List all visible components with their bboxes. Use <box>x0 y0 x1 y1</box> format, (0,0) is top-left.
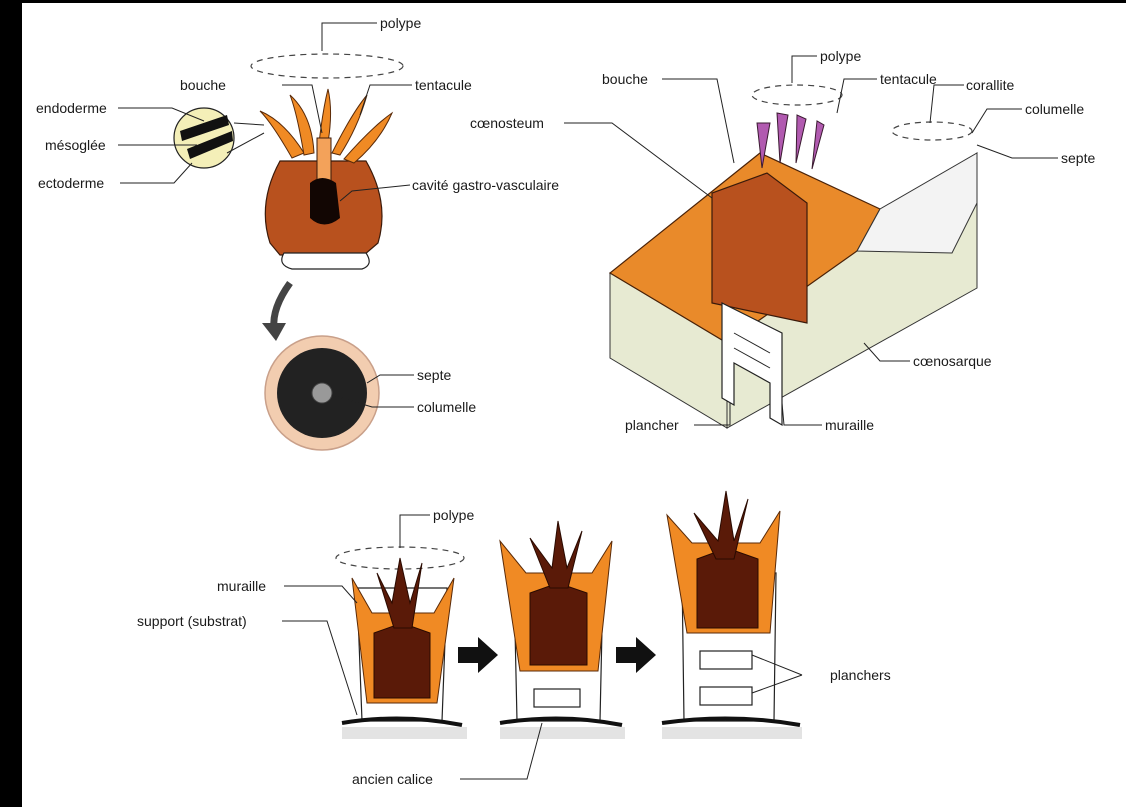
stage2-body <box>530 583 587 665</box>
stage3-floor-top <box>700 651 752 669</box>
label-muraille-1: muraille <box>825 417 874 433</box>
label-columelle-1: columelle <box>417 399 476 415</box>
label-support: support (substrat) <box>137 613 247 629</box>
leader-polype-3 <box>400 515 430 548</box>
polyp-section <box>174 54 403 450</box>
label-mesoglee: mésoglée <box>45 137 106 153</box>
zoom-connector <box>234 123 264 125</box>
stage2-substrate <box>500 718 622 725</box>
label-muraille-2: muraille <box>217 578 266 594</box>
leader-polype-2 <box>792 56 817 83</box>
leader-ectoderme <box>120 163 192 183</box>
stage3-floor-bottom <box>700 687 752 705</box>
right-arrow-icon <box>616 637 656 673</box>
leader-tentacule-2 <box>837 79 877 113</box>
colony-polyp-ellipse <box>752 85 842 105</box>
label-columelle-2: columelle <box>1025 101 1084 117</box>
label-bouche-2: bouche <box>602 71 648 87</box>
leader-columelle-2 <box>972 109 1022 133</box>
gastro-vascular-cavity <box>310 178 340 225</box>
growth-stage-2 <box>500 521 625 739</box>
label-tentacule-1: tentacule <box>415 77 472 93</box>
diagram-canvas: polype bouche tentacule endoderme mésogl… <box>22 3 1126 807</box>
label-tentacule-2: tentacule <box>880 71 937 87</box>
leader-muraille-2 <box>284 586 357 603</box>
leader-bouche-2 <box>662 79 734 163</box>
right-arrow-icon <box>458 637 498 673</box>
leader-polype-1 <box>322 23 377 51</box>
growth-sequence <box>336 491 802 739</box>
corallite-skeleton-top <box>857 153 977 253</box>
polyp-base-skeleton <box>282 253 369 269</box>
colony-block <box>610 85 977 428</box>
polyp-mouth <box>317 138 331 183</box>
stage1-body <box>374 623 430 698</box>
stage2-shadow <box>500 727 625 739</box>
label-septe-1: septe <box>417 367 451 383</box>
label-polype-1: polype <box>380 15 421 31</box>
leader-septe-2 <box>977 145 1058 158</box>
label-plancher: plancher <box>625 417 679 433</box>
stage3-body <box>697 548 758 628</box>
label-corallite: corallite <box>966 77 1014 93</box>
leader-muraille-1 <box>782 403 822 425</box>
label-endoderme: endoderme <box>36 100 107 116</box>
leader-support <box>282 621 357 715</box>
coral-anatomy-diagram: polype bouche tentacule endoderme mésogl… <box>22 3 1126 807</box>
colony-polyp-tissue <box>712 173 807 323</box>
leader-corallite <box>930 85 964 123</box>
cross-section-columella <box>312 383 332 403</box>
label-polype-2: polype <box>820 48 861 64</box>
stage3-substrate <box>662 718 800 725</box>
leader-coenosteum <box>564 123 712 198</box>
label-coenosarque: cœnosarque <box>913 353 992 369</box>
stage1-shadow <box>342 727 467 739</box>
curved-arrow-icon <box>262 283 290 341</box>
leader-tentacule-1 <box>360 85 412 115</box>
label-coenosteum: cœnosteum <box>470 115 544 131</box>
label-planchers: planchers <box>830 667 891 683</box>
corallite-ellipse <box>892 122 972 140</box>
label-cavite: cavité gastro-vasculaire <box>412 177 559 193</box>
label-septe-2: septe <box>1061 150 1095 166</box>
label-polype-3: polype <box>433 507 474 523</box>
stage1-substrate <box>342 718 462 725</box>
growth-stage-1 <box>342 558 467 739</box>
stage3-shadow <box>662 727 802 739</box>
polyp-outline-ellipse <box>251 54 403 78</box>
label-ectoderme: ectoderme <box>38 175 104 191</box>
stage2-floor <box>534 689 580 707</box>
label-ancien-calice: ancien calice <box>352 771 433 787</box>
label-bouche-1: bouche <box>180 77 226 93</box>
growth-stage-3 <box>662 491 802 739</box>
